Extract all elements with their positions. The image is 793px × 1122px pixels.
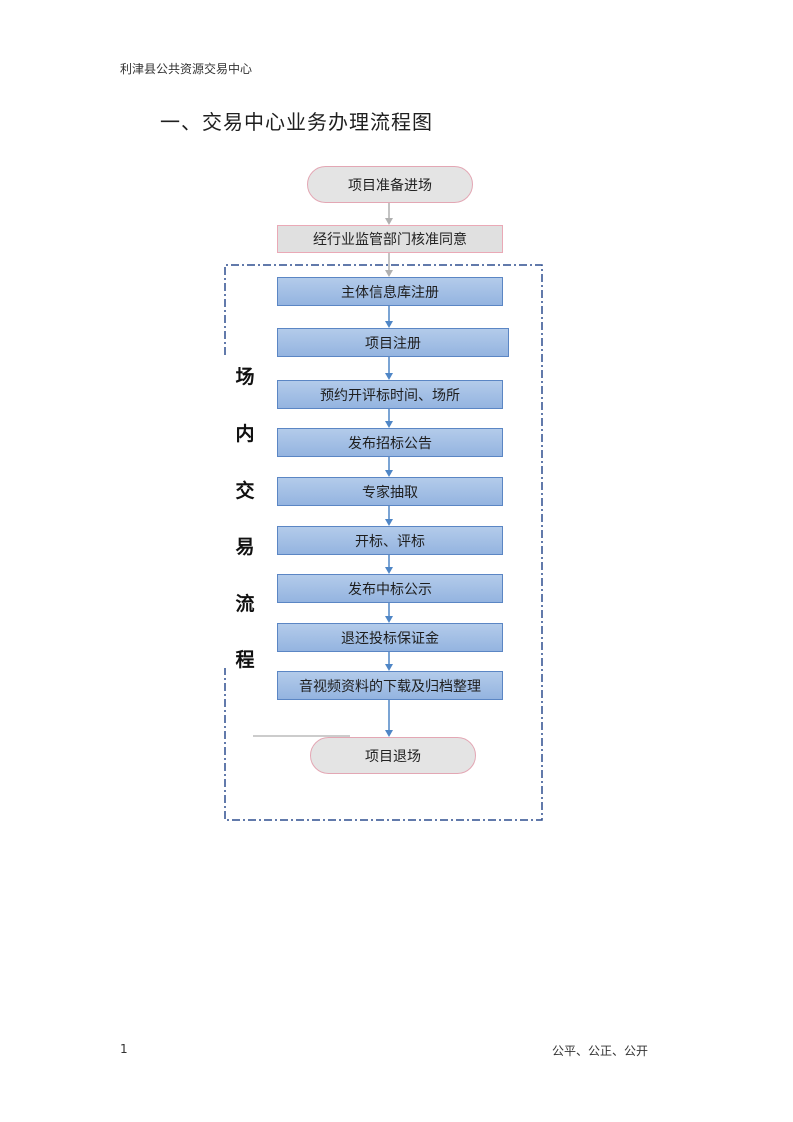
flow-arrow-head	[385, 567, 393, 574]
end-node: 项目退场	[310, 737, 476, 774]
step-schedule-opening: 预约开评标时间、场所	[277, 380, 503, 409]
page-title: 一、交易中心业务办理流程图	[160, 110, 433, 134]
start-node: 项目准备进场	[307, 166, 473, 203]
flow-arrow-head	[385, 373, 393, 380]
step-register-project: 项目注册	[277, 328, 509, 357]
step-refund-deposit: 退还投标保证金	[277, 623, 503, 652]
side-label-char: 交	[235, 480, 255, 502]
flow-arrow-head	[385, 730, 393, 737]
side-label-char: 易	[235, 536, 255, 558]
page-number: 1	[120, 1042, 128, 1056]
flow-arrow-head	[385, 664, 393, 671]
step-publish-tender: 发布招标公告	[277, 428, 503, 457]
flow-arrow-head	[385, 421, 393, 428]
flow-arrow-head	[385, 519, 393, 526]
side-label-char: 流	[235, 593, 255, 615]
page-header-org: 利津县公共资源交易中心	[120, 62, 253, 76]
footer-motto: 公平、公正、公开	[552, 1044, 649, 1058]
flow-arrow-head	[385, 321, 393, 328]
step-bid-open-evaluate: 开标、评标	[277, 526, 503, 555]
step-register-entity: 主体信息库注册	[277, 277, 503, 306]
flow-arrow-head	[385, 470, 393, 477]
side-label-char: 程	[235, 649, 255, 671]
side-label-char: 场	[235, 366, 255, 388]
step-expert-selection: 专家抽取	[277, 477, 503, 506]
flow-arrow-head	[385, 616, 393, 623]
step-publish-award: 发布中标公示	[277, 574, 503, 603]
approval-box: 经行业监管部门核准同意	[277, 225, 503, 253]
step-archive-media: 音视频资料的下载及归档整理	[277, 671, 503, 700]
side-label-char: 内	[235, 423, 255, 445]
